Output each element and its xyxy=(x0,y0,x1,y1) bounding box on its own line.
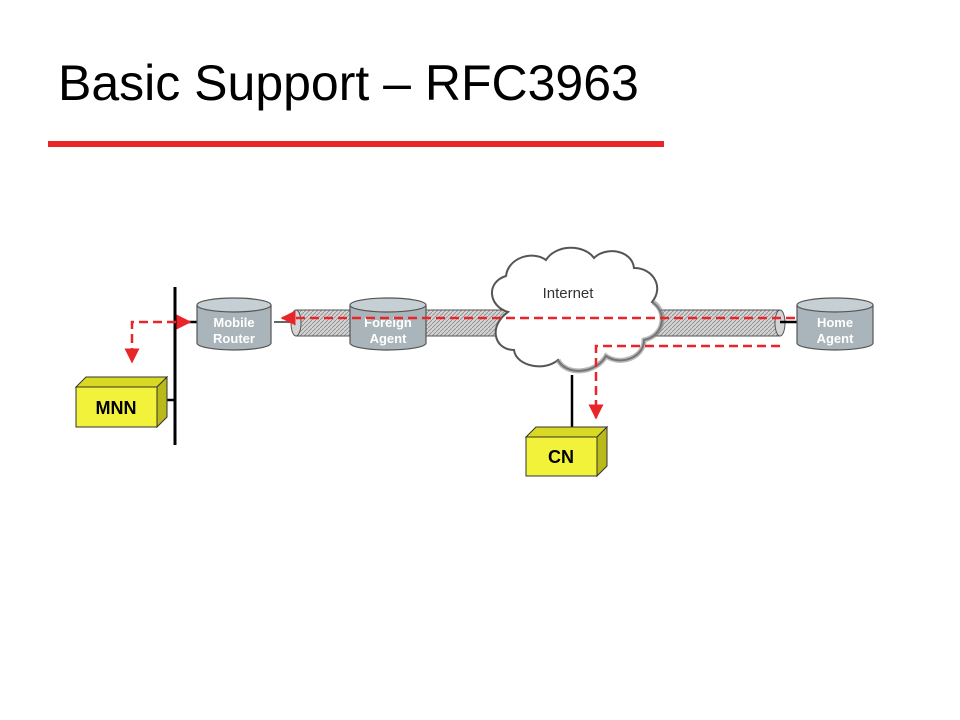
foreign-agent-label-line2: Agent xyxy=(370,331,408,346)
path-ha-to-cn xyxy=(588,344,780,420)
mobile-router-label-line1: Mobile xyxy=(213,315,254,330)
cn-label: CN xyxy=(548,447,574,467)
home-agent-node: Home Agent xyxy=(796,297,874,351)
path-mr-to-mnn xyxy=(124,314,192,364)
home-agent-label-line2: Agent xyxy=(817,331,855,346)
internet-label: Internet xyxy=(543,285,595,302)
foreign-agent-node: Foreign Agent xyxy=(349,297,427,351)
cn-node: CN xyxy=(524,425,609,478)
mnn-node: MNN xyxy=(74,375,169,429)
title-underline xyxy=(48,141,664,147)
data-path xyxy=(124,310,795,420)
internet-cloud: Internet xyxy=(491,246,665,374)
mobile-router-label-line2: Router xyxy=(213,331,255,346)
home-agent-label-line1: Home xyxy=(817,315,853,330)
mobile-router-node: Mobile Router xyxy=(196,297,272,351)
slide-title: Basic Support – RFC3963 xyxy=(58,55,639,111)
mnn-label: MNN xyxy=(96,398,137,418)
